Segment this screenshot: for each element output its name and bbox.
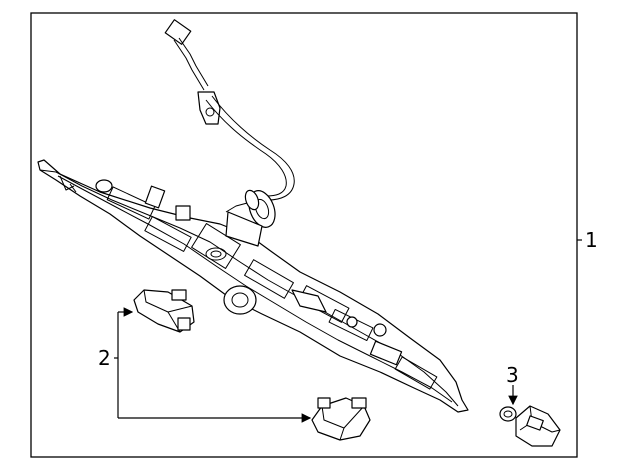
- callout-2-leader: [114, 307, 312, 423]
- bulb-socket: [499, 405, 561, 447]
- wire-harness: [164, 19, 295, 213]
- garnish-assembly: [37, 159, 469, 413]
- grommet: [244, 189, 276, 228]
- bracket-lower: [311, 397, 371, 441]
- diagram-frame: [30, 12, 578, 458]
- bracket-upper: [133, 289, 195, 333]
- callout-2: 2: [98, 346, 111, 370]
- callout-1: 1: [585, 228, 598, 252]
- callout-3: 3: [506, 363, 519, 387]
